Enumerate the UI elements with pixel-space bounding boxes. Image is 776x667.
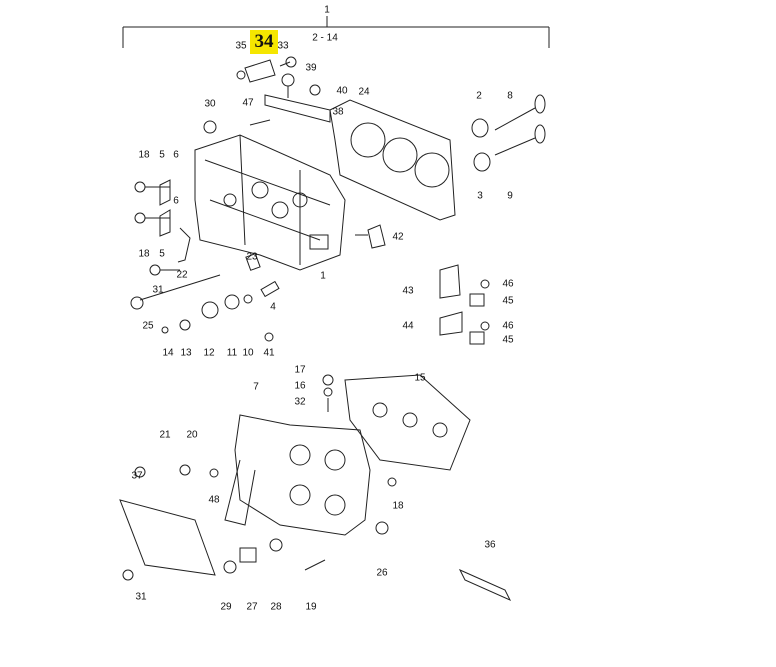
part-label[interactable]: 27	[246, 601, 258, 613]
valves-drawing	[471, 94, 546, 172]
part-label[interactable]: 25	[142, 320, 154, 332]
part-label[interactable]: 44	[402, 320, 414, 332]
highlighted-part-label[interactable]: 34	[250, 30, 278, 54]
head-gasket-drawing	[329, 99, 456, 221]
part-label[interactable]: 10	[242, 347, 254, 359]
part-label[interactable]: 31	[152, 284, 164, 296]
part-label[interactable]: 42	[392, 231, 404, 243]
part-label[interactable]: 46	[502, 278, 514, 290]
part-label[interactable]: 45	[502, 295, 514, 307]
part-label[interactable]: 4	[270, 301, 276, 313]
part-label[interactable]: 20	[186, 429, 198, 441]
part-label[interactable]: 2	[476, 90, 482, 102]
part-label[interactable]: 16	[294, 380, 306, 392]
part-label[interactable]: 21	[159, 429, 171, 441]
group-bracket	[122, 16, 550, 48]
part-label[interactable]: 12	[203, 347, 215, 359]
part-label[interactable]: 3	[477, 190, 483, 202]
part-label[interactable]: 40	[336, 85, 348, 97]
part-label[interactable]: 6	[173, 195, 179, 207]
part-label[interactable]: 5	[159, 248, 165, 260]
part-label[interactable]: 31	[135, 591, 147, 603]
part-label[interactable]: 19	[305, 601, 317, 613]
part-label[interactable]: 23	[246, 251, 258, 263]
part-label[interactable]: 36	[484, 539, 496, 551]
group-label: 1	[324, 4, 330, 16]
part-label[interactable]: 18	[138, 149, 150, 161]
part-label[interactable]: 37	[131, 470, 143, 482]
part-label[interactable]: 22	[176, 269, 188, 281]
part-label[interactable]: 47	[242, 97, 254, 109]
part-label[interactable]: 8	[507, 90, 513, 102]
part-label[interactable]: 18	[392, 500, 404, 512]
part-label[interactable]: 9	[507, 190, 513, 202]
part-label[interactable]: 11	[226, 347, 238, 359]
part-label[interactable]: 43	[402, 285, 414, 297]
part-label[interactable]: 48	[208, 494, 220, 506]
part-label[interactable]: 45	[502, 334, 514, 346]
part-label[interactable]: 38	[332, 106, 344, 118]
part-label[interactable]: 7	[253, 381, 259, 393]
small-parts-drawing	[130, 56, 490, 345]
part-label[interactable]: 29	[220, 601, 232, 613]
part-label[interactable]: 17	[294, 364, 306, 376]
part-label[interactable]: 46	[502, 320, 514, 332]
part-label[interactable]: 18	[138, 248, 150, 260]
part-label[interactable]: 30	[204, 98, 216, 110]
part-label[interactable]: 26	[376, 567, 388, 579]
cam-housing-drawing	[119, 374, 512, 602]
part-label[interactable]: 15	[414, 372, 426, 384]
part-label[interactable]: 13	[180, 347, 192, 359]
cylinder-head-drawing	[194, 134, 346, 271]
part-label[interactable]: 32	[294, 396, 306, 408]
part-label[interactable]: 39	[305, 62, 317, 74]
part-label[interactable]: 41	[263, 347, 275, 359]
part-label[interactable]: 33	[277, 40, 289, 52]
part-label[interactable]: 24	[358, 86, 370, 98]
part-label[interactable]: 1	[320, 270, 326, 282]
part-label[interactable]: 35	[235, 40, 247, 52]
part-label[interactable]: 6	[173, 149, 179, 161]
group-range-label: 2 - 14	[312, 32, 338, 44]
part-label[interactable]: 5	[159, 149, 165, 161]
part-label[interactable]: 28	[270, 601, 282, 613]
part-label[interactable]: 14	[162, 347, 174, 359]
